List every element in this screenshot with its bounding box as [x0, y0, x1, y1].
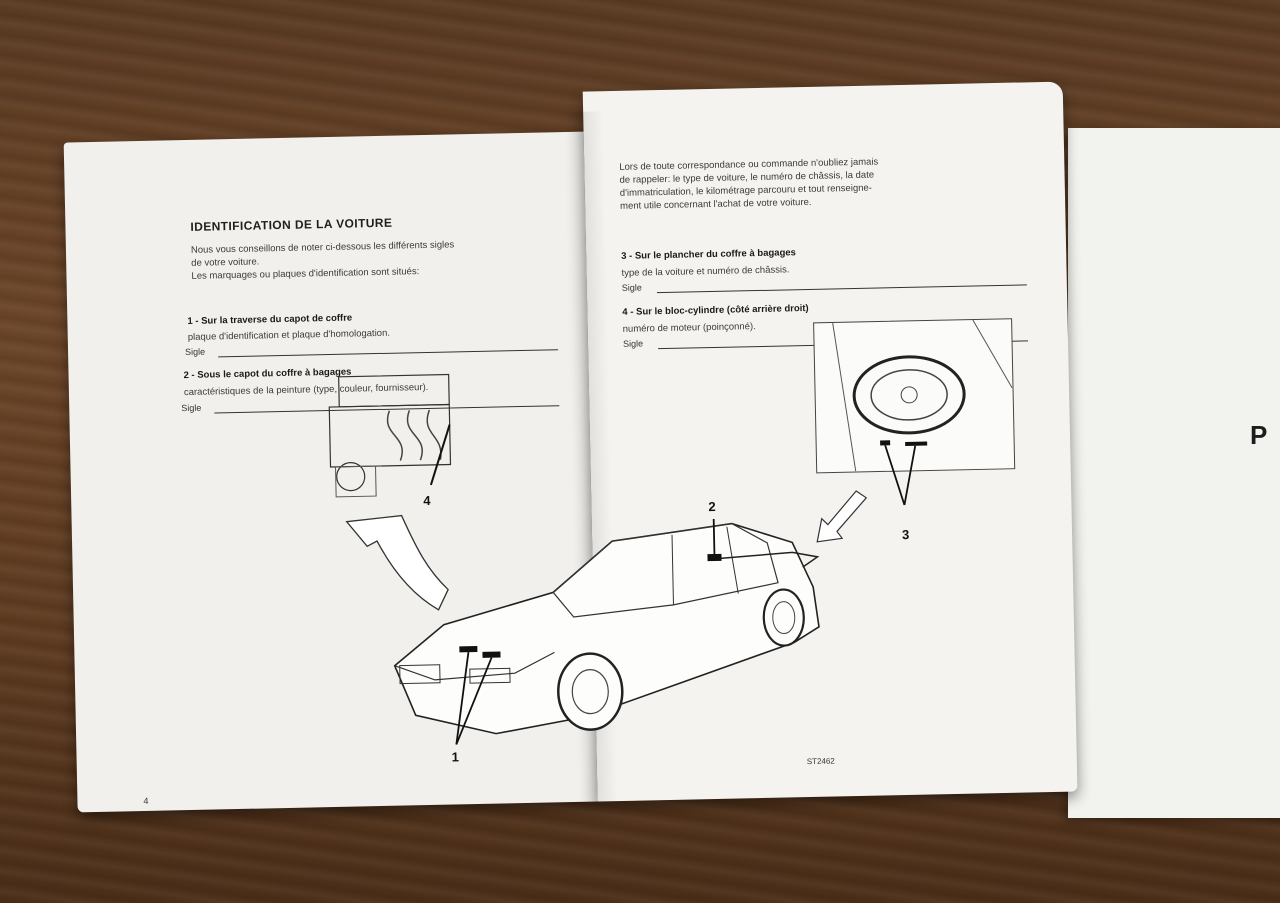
left-intro: Nous vous conseillons de noter ci-dessou… — [190, 239, 455, 282]
owners-manual-booklet: IDENTIFICATION DE LA VOITURE Nous vous c… — [42, 61, 1097, 818]
callout-2: 2 — [708, 498, 716, 515]
next-page-letter: P — [1250, 420, 1268, 450]
right-intro: Lors de toute correspondance ou commande… — [619, 156, 879, 212]
callout-3: 3 — [901, 526, 910, 543]
page-number: 4 — [143, 795, 149, 807]
callout-1: 1 — [451, 749, 460, 765]
next-page-edge: P — [1068, 128, 1280, 818]
item-1-sigle-label: Sigle — [184, 346, 206, 358]
car-illustration — [393, 518, 820, 745]
trunk-inset-illustration — [813, 318, 1016, 506]
item-4-sigle-label: Sigle — [622, 338, 644, 349]
curved-arrow-right — [816, 490, 868, 543]
figure-code: ST2462 — [806, 756, 835, 767]
item-2-sigle-label: Sigle — [181, 402, 202, 414]
curved-arrow-left — [345, 514, 449, 611]
item-3-sigle-label: Sigle — [621, 282, 642, 293]
engine-illustration — [328, 373, 452, 498]
